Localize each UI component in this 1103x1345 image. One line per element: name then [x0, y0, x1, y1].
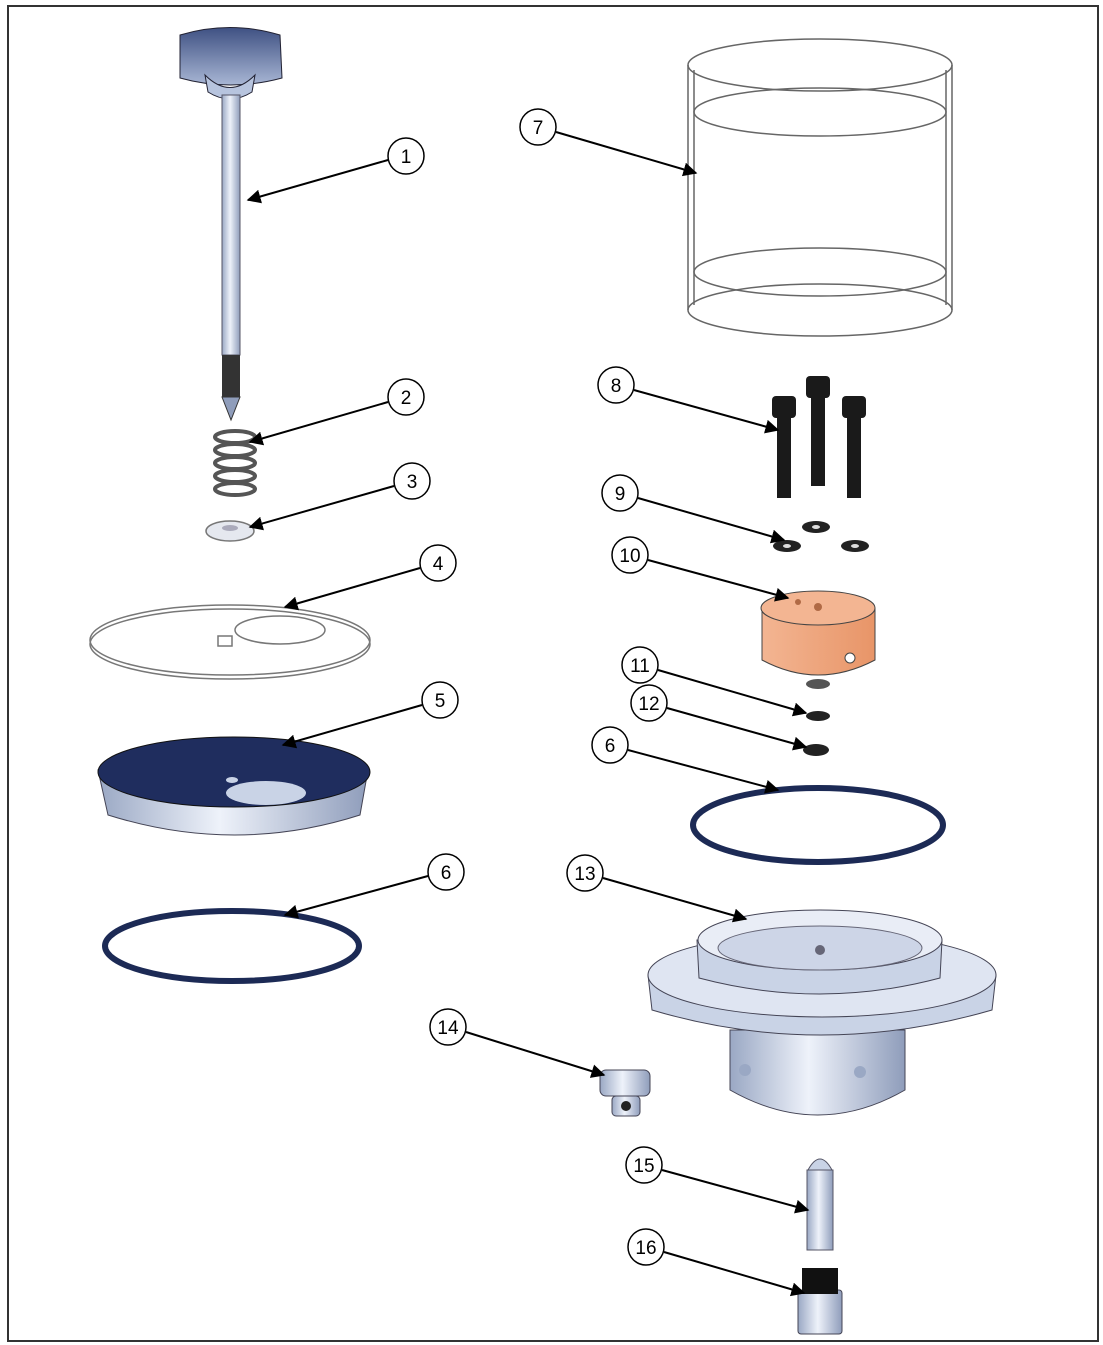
- part-15-nozzle-pin: [806, 1158, 834, 1251]
- callout-15: 15: [625, 1146, 663, 1184]
- callouts: 1 2 3 4 5 6 6 7 8 9 10 11 12 13 14 15 16: [387, 108, 668, 1266]
- part-6-oring-right: [690, 785, 946, 865]
- leader-9: [637, 497, 786, 544]
- leader-12: [666, 707, 808, 751]
- leader-5: [281, 704, 423, 749]
- part-12-small-washer: [803, 744, 829, 756]
- callout-7: 7: [519, 108, 557, 146]
- callout-6b: 6: [591, 726, 629, 764]
- leader-13: [602, 877, 748, 923]
- callout-2-label: 2: [401, 388, 412, 409]
- part-5-disc: [97, 736, 371, 836]
- callout-1: 1: [387, 137, 425, 175]
- callout-4: 4: [419, 544, 457, 582]
- callout-9-label: 9: [615, 484, 626, 505]
- callout-13: 13: [566, 854, 604, 892]
- callout-10: 10: [611, 536, 649, 574]
- callout-6a: 6: [427, 853, 465, 891]
- part-2-spring: [213, 429, 257, 497]
- callout-1-label: 1: [401, 147, 412, 168]
- part-13-base-housing: [647, 909, 997, 1116]
- part-8-bolts: [772, 376, 866, 498]
- callout-8: 8: [597, 366, 635, 404]
- part-11-small-ring: [806, 711, 830, 721]
- callout-14-label: 14: [437, 1018, 459, 1039]
- leader-14: [465, 1031, 606, 1078]
- callout-16-label: 16: [635, 1238, 656, 1259]
- part-1-knob-rod: [179, 27, 283, 422]
- leader-11: [657, 669, 808, 717]
- frame-border: [7, 5, 1099, 1342]
- callout-7-label: 7: [533, 118, 544, 139]
- callout-5-label: 5: [435, 691, 446, 712]
- leader-16: [663, 1251, 806, 1297]
- callout-11-label: 11: [630, 656, 650, 677]
- part-7-cylinder: [687, 38, 953, 337]
- leader-4: [283, 567, 421, 611]
- leader-2: [248, 401, 389, 446]
- part-14-fitting: [599, 1069, 651, 1117]
- part-4-clear-plate: [89, 604, 371, 680]
- callout-9: 9: [601, 474, 639, 512]
- part-10-copper-block: [760, 590, 876, 689]
- leader-15: [661, 1169, 810, 1214]
- leader-6b: [627, 749, 780, 794]
- callout-10-label: 10: [619, 546, 640, 567]
- callout-12: 12: [630, 684, 668, 722]
- callout-11: 11: [621, 646, 659, 684]
- callout-12-label: 12: [638, 694, 659, 715]
- leader-lines: [246, 131, 810, 1297]
- callout-14: 14: [429, 1008, 467, 1046]
- part-9-washers: [773, 521, 869, 552]
- callout-6b-label: 6: [605, 736, 616, 757]
- callout-2: 2: [387, 378, 425, 416]
- leader-10: [647, 559, 790, 602]
- callout-13-label: 13: [574, 864, 595, 885]
- part-3-washer: [205, 520, 255, 542]
- part-6-oring-left: [102, 908, 362, 984]
- callout-8-label: 8: [611, 376, 622, 397]
- leader-1: [246, 159, 389, 204]
- callout-3: 3: [393, 462, 431, 500]
- callout-3-label: 3: [407, 472, 418, 493]
- leader-3: [248, 485, 395, 531]
- callout-5: 5: [421, 681, 459, 719]
- leader-6a: [283, 875, 429, 919]
- callout-16: 16: [627, 1228, 665, 1266]
- callout-6a-label: 6: [441, 863, 452, 884]
- part-16-nut: [797, 1268, 843, 1335]
- leader-7: [555, 131, 698, 177]
- callout-4-label: 4: [433, 554, 444, 575]
- callout-15-label: 15: [633, 1156, 654, 1177]
- leader-8: [633, 389, 780, 434]
